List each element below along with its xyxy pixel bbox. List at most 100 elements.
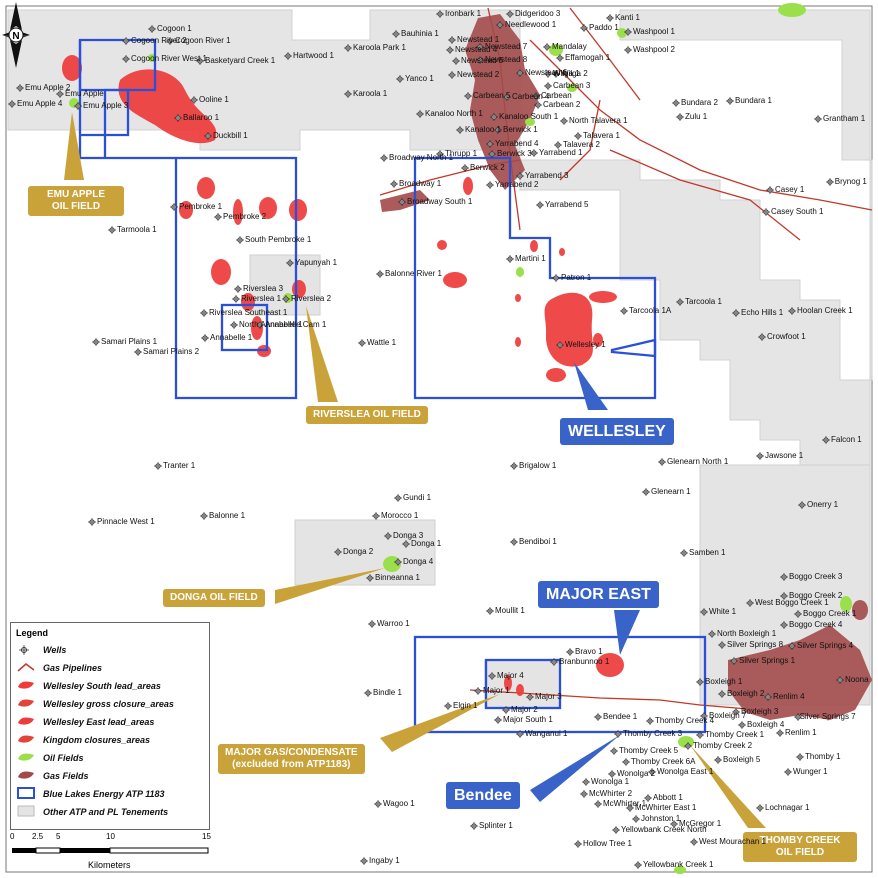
well-label: Boxleigh 2 — [727, 689, 765, 698]
well-icon — [490, 113, 498, 121]
well-label: Bravo 1 — [575, 647, 603, 656]
well-icon — [676, 298, 684, 306]
well-label: Renlim 1 — [785, 728, 817, 737]
well-icon — [282, 295, 290, 303]
well-label: Wilga 2 — [561, 69, 588, 78]
well-label: Major South 1 — [503, 715, 553, 724]
well-label: Talavera 2 — [563, 140, 600, 149]
well-icon — [200, 512, 208, 520]
well-label: Berwick 2 — [470, 163, 505, 172]
lead-area-icon — [17, 716, 35, 728]
legend-item: Gas Fields — [17, 769, 89, 783]
well-icon — [762, 208, 770, 216]
pipeline-icon — [17, 662, 35, 674]
well-icon — [476, 43, 484, 51]
well-label: Silver Springs 4 — [797, 641, 854, 650]
well-icon — [376, 270, 384, 278]
well-icon — [776, 729, 784, 737]
well-label: Wanganui 1 — [525, 729, 568, 738]
well-icon — [486, 140, 494, 148]
north-label: N — [12, 31, 19, 42]
well-label: Bundara 2 — [681, 98, 718, 107]
well-icon — [503, 93, 511, 101]
well-icon — [17, 644, 35, 656]
legend-item-label: Wellesley gross closure_areas — [43, 699, 174, 709]
well-icon — [644, 794, 652, 802]
well-label: Abbott 1 — [653, 793, 683, 802]
well-icon — [286, 259, 294, 267]
well-label: Ingaby 1 — [369, 856, 400, 865]
well-icon — [398, 198, 406, 206]
well-icon — [506, 10, 514, 18]
well-icon — [236, 236, 244, 244]
well-icon — [384, 532, 392, 540]
riverslea-oil-field-callout: RIVERSLEA OIL FIELD — [306, 406, 428, 424]
well-icon — [718, 641, 726, 649]
well-label: Newstead 7 — [485, 42, 528, 51]
well-icon — [148, 25, 156, 33]
well-label: Emu Apple 2 — [25, 83, 71, 92]
well-icon — [648, 768, 656, 776]
well-label: Wilga 1 — [553, 69, 580, 78]
bendee-callout: Bendee — [446, 782, 520, 809]
well-label: Boxleigh 3 — [741, 707, 779, 716]
well-label: Bendiboi 1 — [519, 537, 557, 546]
well-icon — [624, 46, 632, 54]
well-icon — [826, 178, 834, 186]
well-label: Casey South 1 — [771, 207, 824, 216]
well-icon — [446, 46, 454, 54]
well-icon — [732, 708, 740, 716]
well-icon — [506, 255, 514, 263]
well-icon — [366, 574, 374, 582]
well-icon — [516, 172, 524, 180]
well-label: Riverslea 2 — [291, 294, 332, 303]
well-icon — [122, 37, 130, 45]
well-icon — [626, 804, 634, 812]
gas-field-icon — [17, 770, 35, 782]
well-icon — [496, 21, 504, 29]
well-label: Broadway South 1 — [407, 197, 473, 206]
scale-tick-label: 10 — [106, 832, 115, 841]
well-icon — [700, 712, 708, 720]
well-label: Balonne 1 — [209, 511, 246, 520]
well-icon — [358, 339, 366, 347]
well-label: North Annabelle 1 — [239, 320, 303, 329]
well-label: Donga 1 — [411, 539, 442, 548]
thomby-creek-oil-field-callout: THOMBY CREEK OIL FIELD — [743, 832, 857, 862]
well-label: Wattle 1 — [367, 338, 397, 347]
well-label: Kanaloo South 1 — [499, 112, 559, 121]
well-icon — [756, 452, 764, 460]
well-icon — [780, 573, 788, 581]
well-icon — [794, 610, 802, 618]
well-icon — [510, 538, 518, 546]
well-icon — [730, 657, 738, 665]
legend-item-label: Other ATP and PL Tenements — [43, 807, 169, 817]
well-label: Karoola Park 1 — [353, 43, 406, 52]
well-label: Wunger 1 — [793, 767, 828, 776]
well-label: Thomby Creek 1 — [705, 730, 765, 739]
well-icon — [610, 747, 618, 755]
well-icon — [488, 672, 496, 680]
well-icon — [612, 826, 620, 834]
well-label: Falcon 1 — [831, 435, 862, 444]
legend-item-label: Wells — [43, 645, 67, 655]
well-icon — [122, 55, 130, 63]
well-icon — [732, 309, 740, 317]
well-label: Crowfoot 1 — [767, 332, 806, 341]
well-icon — [374, 800, 382, 808]
well-icon — [624, 28, 632, 36]
well-icon — [516, 730, 524, 738]
well-label: Carbean 4 — [512, 92, 550, 101]
well-label: Kanaloo North 1 — [425, 109, 483, 118]
well-label: Yellowbank Creek 1 — [643, 860, 714, 869]
well-icon — [456, 126, 464, 134]
well-icon — [690, 838, 698, 846]
well-icon — [672, 99, 680, 107]
well-icon — [534, 101, 542, 109]
well-label: Talavera 1 — [583, 131, 620, 140]
well-label: Duckbill 1 — [213, 131, 248, 140]
well-icon — [708, 630, 716, 638]
lead-area-icon — [17, 680, 35, 692]
well-icon — [556, 54, 564, 62]
